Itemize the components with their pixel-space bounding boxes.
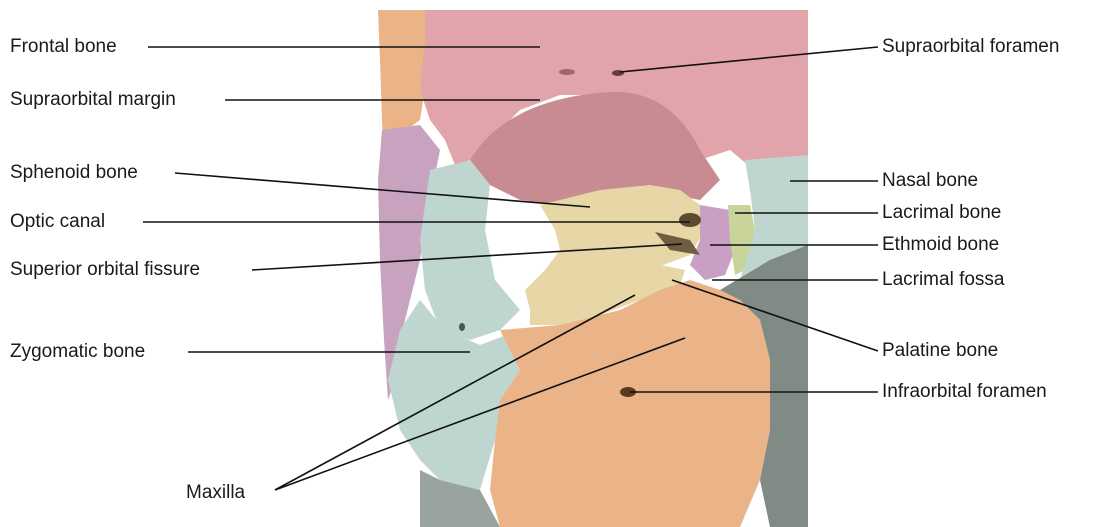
optic-canal-hole	[679, 213, 701, 227]
label-supraorbital-margin: Supraorbital margin	[10, 89, 176, 111]
label-supraorbital-foramen: Supraorbital foramen	[882, 36, 1059, 58]
label-optic-canal: Optic canal	[10, 211, 105, 233]
label-frontal-bone: Frontal bone	[10, 36, 117, 58]
label-superior-orbital-fissure: Superior orbital fissure	[10, 259, 200, 281]
label-maxilla: Maxilla	[186, 482, 245, 504]
supraorbital-foramen-hole	[612, 70, 624, 76]
label-zygomatic-bone: Zygomatic bone	[10, 341, 145, 363]
zygomaticofacial-foramen	[459, 323, 465, 331]
label-ethmoid-bone: Ethmoid bone	[882, 234, 999, 256]
label-palatine-bone: Palatine bone	[882, 340, 998, 362]
label-sphenoid-bone: Sphenoid bone	[10, 162, 138, 184]
label-lacrimal-bone: Lacrimal bone	[882, 202, 1001, 224]
label-nasal-bone: Nasal bone	[882, 170, 978, 192]
supraorbital-notch	[559, 69, 575, 75]
label-lacrimal-fossa: Lacrimal fossa	[882, 269, 1005, 291]
label-infraorbital-foramen: Infraorbital foramen	[882, 381, 1047, 403]
